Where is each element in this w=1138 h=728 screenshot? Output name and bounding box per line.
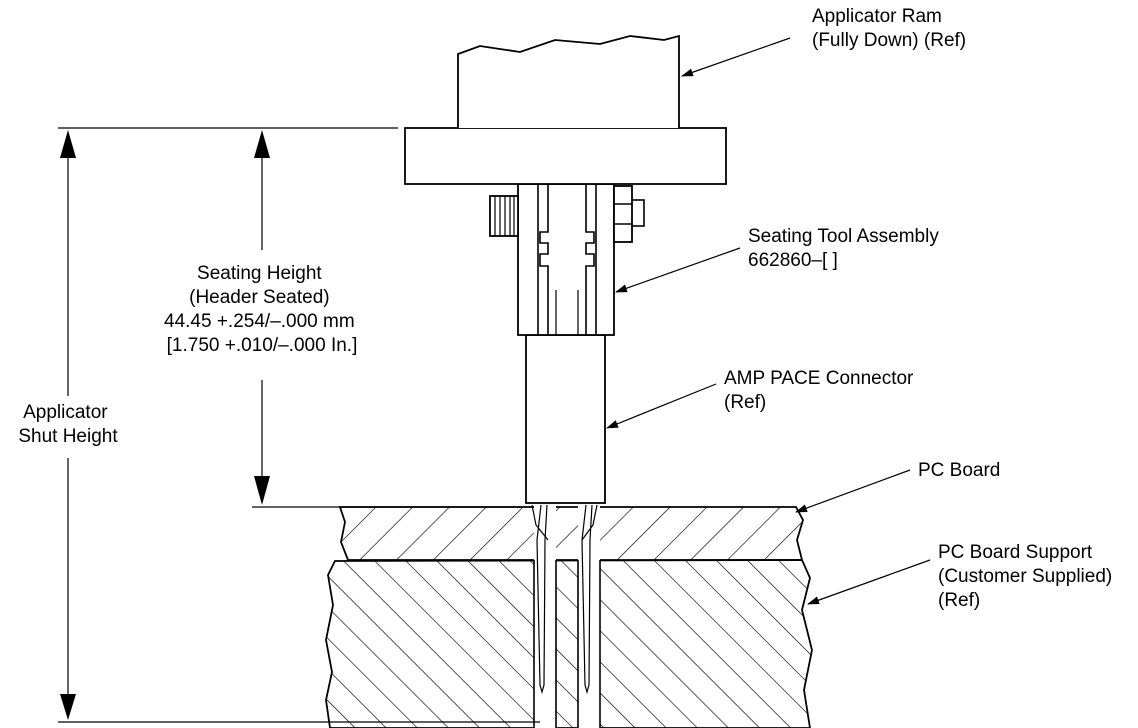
diagram-labels: Applicator Ram (Fully Down) (Ref) Seatin… <box>18 6 1118 611</box>
seating-height-arrow-top <box>254 130 270 158</box>
pc-board-support <box>325 559 813 728</box>
label-seating-tool: Seating Tool Assembly 662860–[ ] <box>748 226 944 271</box>
leader-seating-tool <box>615 247 741 293</box>
leader-lines <box>606 37 931 605</box>
contact-pins <box>531 504 598 695</box>
label-pc-board-support: PC Board Support (Customer Supplied) (Re… <box>938 542 1118 611</box>
seating-height-dimension <box>252 130 520 508</box>
knurled-knob <box>489 195 519 237</box>
hex-nut <box>613 185 645 243</box>
leader-pc-board-support <box>807 559 931 605</box>
shut-height-dimension <box>58 127 540 723</box>
label-shut-height: Applicator Shut Height <box>18 402 118 447</box>
label-seating-height: Seating Height (Header Seated) 44.45 +.2… <box>164 263 360 356</box>
amp-pace-connector <box>525 334 606 504</box>
pc-board <box>338 506 804 561</box>
applicator-ram <box>404 34 727 185</box>
label-amp-connector: AMP PACE Connector (Ref) <box>724 368 919 413</box>
leader-pc-board <box>795 469 911 513</box>
shut-height-arrow-top <box>60 130 76 158</box>
label-applicator-ram: Applicator Ram (Fully Down) (Ref) <box>812 6 966 51</box>
seating-height-arrow-bottom <box>254 476 270 505</box>
seating-tool-assembly <box>517 183 615 336</box>
leader-applicator-ram <box>681 37 791 77</box>
leader-amp-connector <box>606 383 717 429</box>
shut-height-arrow-bottom <box>60 694 76 720</box>
label-pc-board: PC Board <box>918 460 1000 481</box>
